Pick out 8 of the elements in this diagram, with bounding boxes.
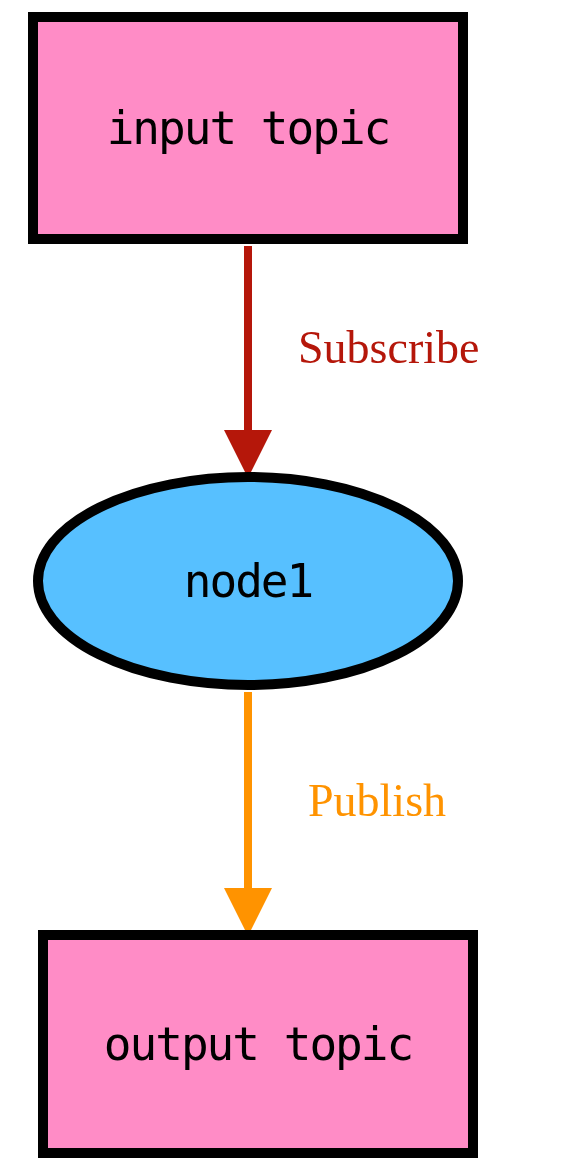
edge-label: Publish bbox=[308, 778, 447, 824]
node-label: input topic bbox=[106, 99, 390, 157]
topic-box bbox=[38, 930, 478, 1158]
topic-box bbox=[28, 12, 468, 244]
node-label: output topic bbox=[103, 1015, 413, 1073]
edge-label: Subscribe bbox=[298, 325, 480, 371]
node-label: node1 bbox=[183, 552, 313, 610]
node-ellipse bbox=[33, 472, 463, 690]
